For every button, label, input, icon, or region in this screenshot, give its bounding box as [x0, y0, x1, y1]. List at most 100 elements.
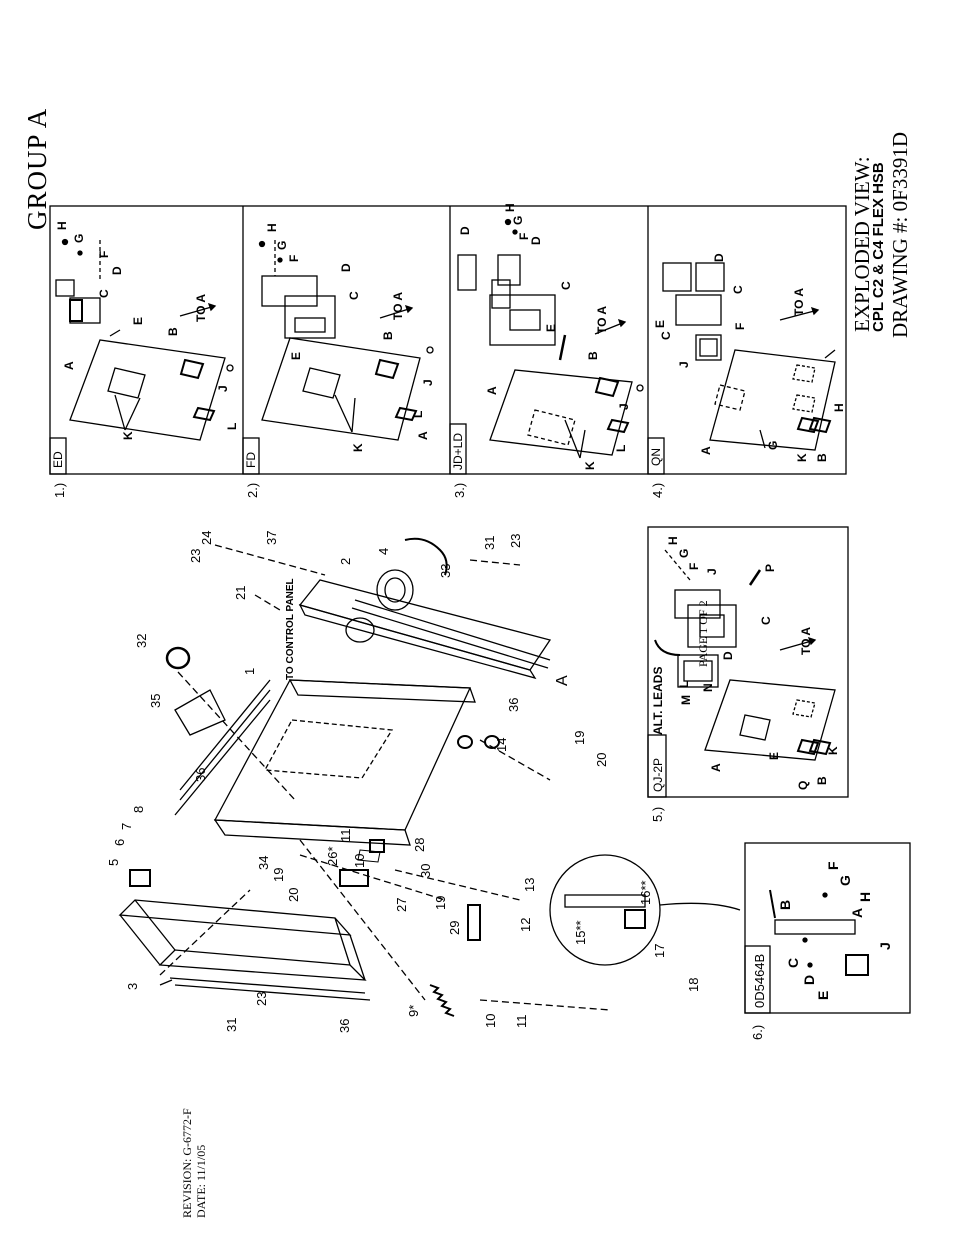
callout-23a: 23 — [188, 549, 203, 563]
p6-label-F: F — [825, 861, 841, 870]
panel-2-drawing — [258, 240, 434, 441]
p1-label-D: D — [110, 266, 124, 275]
callout-8: 8 — [131, 806, 146, 813]
p5-label-K: K — [826, 746, 840, 755]
p6-label-C: C — [785, 958, 801, 968]
p2-label-H: H — [265, 223, 279, 232]
callout-31b: 31 — [224, 1018, 239, 1032]
panel-4-tag: QN — [649, 448, 663, 466]
callout-16: 16** — [638, 880, 653, 905]
p2-label-E: E — [289, 352, 303, 360]
callout-2: 2 — [338, 558, 353, 565]
callout-6: 6 — [112, 839, 127, 846]
p2-label-J: J — [421, 379, 435, 386]
p5-label-A: A — [709, 763, 723, 772]
p1-label-K: K — [121, 431, 135, 440]
callout-31a: 31 — [482, 536, 497, 550]
p1-label-B: B — [166, 327, 180, 336]
callout-36b: 36 — [506, 698, 521, 712]
p5-label-M: M — [679, 695, 693, 705]
p3-label-B: B — [586, 351, 600, 360]
p6-label-H: H — [857, 892, 873, 902]
callout-19b: 19 — [433, 896, 448, 910]
p6-label-B: B — [777, 900, 793, 910]
p2-label-D: D — [339, 263, 353, 272]
p2-label-G: G — [275, 241, 289, 250]
callout-19a: 19 — [271, 868, 286, 882]
callout-20a: 20 — [286, 888, 301, 902]
p5-label-B: B — [815, 776, 829, 785]
p4-label-D: D — [712, 253, 726, 262]
callout-12: 12 — [518, 918, 533, 932]
p3-label-D: D — [458, 226, 472, 235]
p2-label-L: L — [411, 411, 425, 418]
p1-label-J: J — [216, 385, 230, 392]
p5-label-F: F — [687, 563, 701, 570]
callout-26: 26* — [325, 846, 340, 866]
panel-4-number: 4.) — [650, 483, 665, 498]
callout-5: 5 — [106, 859, 121, 866]
to-control-panel-label: TO CONTROL PANEL — [285, 578, 296, 680]
p5-label-N: N — [701, 683, 715, 692]
panel-5-drawing — [654, 549, 836, 761]
p3-label-D2: D — [529, 236, 543, 245]
callout-24: 24 — [199, 531, 214, 545]
callout-20b: 20 — [594, 753, 609, 767]
p5-label-H: H — [666, 536, 680, 545]
p3-label-J: J — [617, 403, 631, 410]
panel-3-tag: JD+LD — [451, 433, 465, 470]
callout-18: 18 — [686, 978, 701, 992]
p6-label-G: G — [837, 875, 853, 886]
p3-label-E: E — [544, 324, 558, 332]
p4-label-C: C — [659, 331, 673, 340]
callout-23b: 23 — [508, 534, 523, 548]
p2-label-C: C — [347, 291, 361, 300]
p3-to-a: TO A — [595, 306, 609, 334]
callout-36c: 36 — [337, 1019, 352, 1033]
callout-30: 30 — [418, 864, 433, 878]
p6-label-D: D — [801, 975, 817, 985]
p2-label-K: K — [351, 443, 365, 452]
p3-label-K: K — [583, 461, 597, 470]
p5-label-Q: Q — [796, 781, 810, 790]
p4-label-B: B — [815, 453, 829, 462]
p2-label-F: F — [287, 255, 301, 262]
panel-frame — [49, 205, 847, 475]
p4-label-G: G — [766, 441, 780, 450]
p1-label-C: C — [97, 289, 111, 298]
p1-to-a: TO A — [194, 294, 208, 322]
callout-11b: 11 — [514, 1015, 529, 1029]
p1-label-H: H — [55, 221, 69, 230]
panel-1-tag: ED — [51, 451, 65, 468]
p6-label-E: E — [815, 991, 831, 1000]
panel-6-tag: 0D5464B — [752, 954, 767, 1008]
p4-label-H: H — [832, 403, 846, 412]
callout-33: 33 — [438, 564, 453, 578]
p5-label-L: L — [677, 681, 691, 688]
callout-11a: 11 — [338, 829, 353, 843]
p2-to-a: TO A — [391, 292, 405, 320]
p5-label-D: D — [721, 651, 735, 660]
callout-1: 1 — [242, 668, 257, 675]
callout-9: 9* — [406, 1005, 421, 1017]
callout-10a: 10 — [352, 854, 367, 868]
panel-1-drawing — [55, 238, 234, 441]
p3-label-H: H — [503, 203, 517, 212]
p5-label-P: P — [763, 564, 777, 572]
p5-label-C: C — [759, 616, 773, 625]
p4-label-F: F — [733, 323, 747, 330]
panel-2-number: 2.) — [245, 483, 260, 498]
p1-label-L: L — [225, 423, 239, 430]
panel-5-number: 5.) — [650, 807, 665, 822]
callout-14: 14 — [494, 738, 509, 752]
p4-label-K: K — [795, 453, 809, 462]
callout-35: 35 — [148, 694, 163, 708]
panel-5-frame — [647, 526, 849, 798]
panel-6-drawing — [769, 889, 869, 976]
p6-label-A: A — [849, 908, 865, 918]
callout-4: 4 — [376, 548, 391, 555]
p2-label-A: A — [416, 431, 430, 440]
p1-label-F: F — [97, 251, 111, 258]
p4-label-J: J — [677, 361, 691, 368]
